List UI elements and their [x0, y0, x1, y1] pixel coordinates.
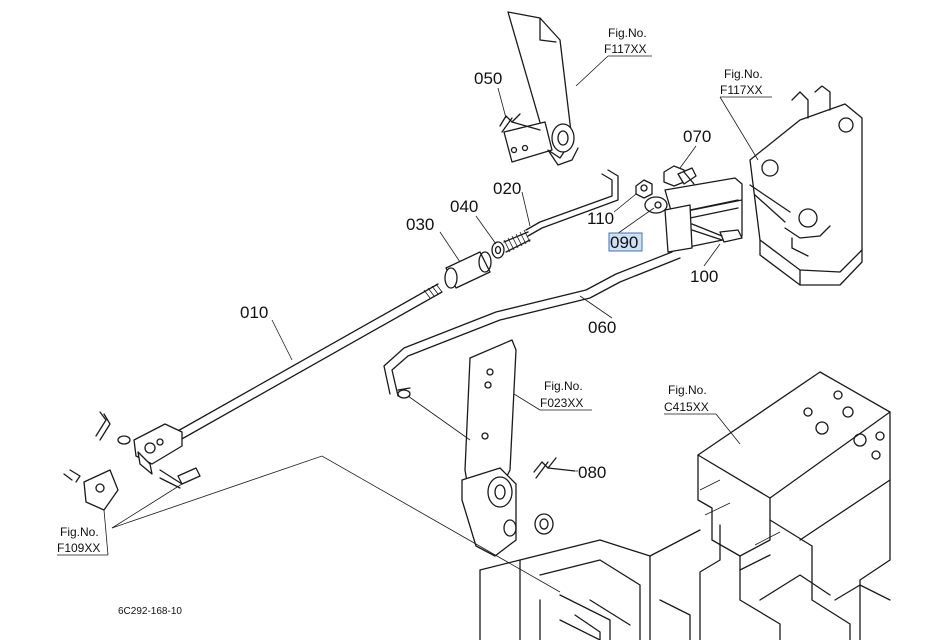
reference-lines: [111, 395, 561, 593]
fig-ref-lower-right-code[interactable]: C415XX: [664, 400, 709, 414]
part-label-090[interactable]: 090: [610, 233, 638, 252]
fasteners: [635, 165, 743, 243]
middle-lever: [461, 339, 517, 557]
part-label-080[interactable]: 080: [578, 463, 606, 482]
right-bracket: [749, 85, 863, 286]
part-labels: 010 020 030 040 050 060 070 080 090 100 …: [240, 69, 718, 482]
leader-lines: [57, 55, 772, 556]
fig-ref-middle-code[interactable]: F023XX: [540, 396, 583, 410]
part-label-110[interactable]: 110: [587, 209, 614, 228]
fig-ref-top-label[interactable]: Fig.No.: [608, 26, 647, 40]
fig-ref-lower-left-code[interactable]: F109XX: [57, 541, 100, 555]
collar-040: [491, 241, 505, 259]
sleeve-030: [444, 251, 492, 289]
part-label-050[interactable]: 050: [474, 69, 502, 88]
slot-plate-assembly: [644, 177, 743, 253]
clevis-end: [95, 411, 183, 475]
fig-ref-lower-right-label[interactable]: Fig.No.: [668, 383, 707, 397]
part-label-010[interactable]: 010: [240, 303, 268, 322]
fig-ref-right-code[interactable]: F117XX: [720, 83, 762, 97]
part-label-020[interactable]: 020: [493, 179, 521, 198]
snap-pin-050: [499, 113, 541, 133]
part-label-100[interactable]: 100: [690, 267, 718, 286]
diagram-code: 6C292-168-10: [118, 606, 182, 617]
lower-left-bracket: [63, 467, 201, 511]
part-label-040[interactable]: 040: [450, 197, 478, 216]
part-label-060[interactable]: 060: [588, 318, 616, 337]
threaded-rod-020: [503, 169, 619, 253]
fig-ref-lower-left-label[interactable]: Fig.No.: [60, 525, 99, 539]
part-label-030[interactable]: 030: [406, 215, 434, 234]
long-rod-010: [175, 283, 443, 441]
top-lever: [503, 11, 579, 166]
figure-reference-labels: Fig.No. F117XX Fig.No. F117XX Fig.No. F0…: [57, 26, 763, 555]
fig-ref-right-label[interactable]: Fig.No.: [724, 67, 763, 81]
part-label-090-highlight: [608, 232, 643, 252]
part-label-070[interactable]: 070: [683, 127, 711, 146]
fig-ref-top-code[interactable]: F117XX: [604, 42, 646, 56]
fig-ref-middle-label[interactable]: Fig.No.: [544, 379, 583, 393]
link-rod-060: [383, 251, 681, 399]
snap-pin-080: [533, 457, 576, 535]
chassis-frame: [479, 371, 891, 640]
